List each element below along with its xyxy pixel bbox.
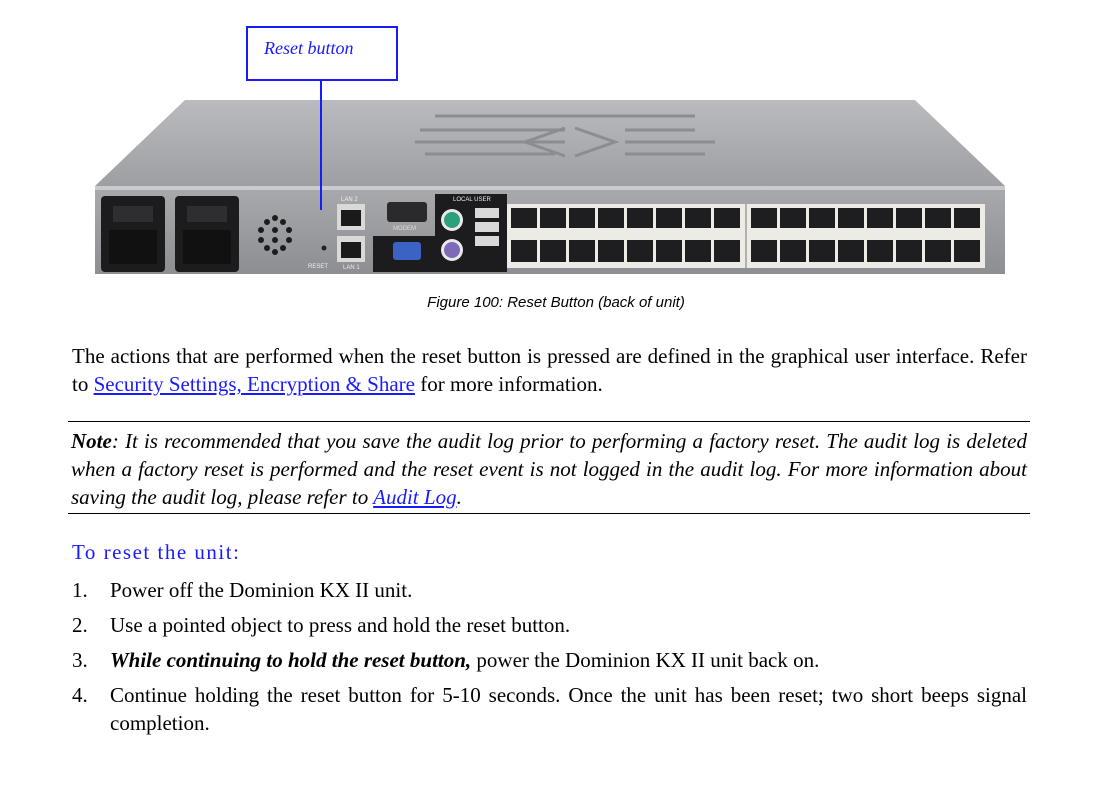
svg-text:MODEM: MODEM	[393, 226, 416, 232]
note-label: Note	[71, 429, 112, 453]
note-text: : It is recommended that you save the au…	[71, 429, 1027, 509]
note-text-end: .	[456, 485, 462, 509]
intro-text: The actions that are performed when the …	[72, 344, 1027, 396]
callout-pointer-line	[320, 81, 322, 210]
step-number: 2.	[72, 613, 88, 637]
step-item: 2. Use a pointed object to press and hold…	[72, 611, 1027, 639]
step-text: Continue holding the reset button for 5-…	[110, 683, 1027, 735]
procedure-heading: To reset the unit:	[72, 540, 241, 564]
device-back-panel-image: RESET LAN 2 LAN 1 MODEM LOCAL USER	[95, 100, 1005, 274]
callout-label: Reset button	[264, 38, 354, 58]
step-text: Use a pointed object to press and hold t…	[110, 613, 571, 637]
step-item: 1. Power off the Dominion KX II unit.	[72, 576, 1027, 604]
step-item: 3. While continuing to hold the reset but…	[72, 646, 1027, 674]
step-number: 4.	[72, 683, 88, 707]
step-number: 3.	[72, 648, 88, 672]
security-settings-link[interactable]: Security Settings, Encryption & Share	[93, 372, 415, 396]
intro-text-end: for more information.	[414, 372, 603, 396]
audit-log-link[interactable]: Audit Log	[373, 485, 457, 509]
reset-button-callout: Reset button	[246, 26, 398, 81]
svg-text:RESET: RESET	[308, 264, 328, 270]
note-box: Note: It is recommended that you save th…	[68, 421, 1030, 514]
step-text: power the Dominion KX II unit back on.	[471, 648, 820, 672]
step-text: Power off the Dominion KX II unit.	[110, 578, 413, 602]
svg-text:LAN 2: LAN 2	[341, 197, 358, 203]
step-number: 1.	[72, 578, 88, 602]
procedure-steps: 1. Power off the Dominion KX II unit. 2. U…	[72, 576, 1027, 744]
intro-paragraph: The actions that are performed when the …	[72, 342, 1027, 398]
figure-caption: Figure 100: Reset Button (back of unit)	[427, 294, 685, 311]
svg-text:LAN 1: LAN 1	[343, 265, 360, 271]
step-item: 4. Continue holding the reset button for …	[72, 681, 1027, 737]
svg-text:LOCAL USER: LOCAL USER	[453, 197, 491, 203]
step-emphasis: While continuing to hold the reset butto…	[110, 648, 472, 672]
